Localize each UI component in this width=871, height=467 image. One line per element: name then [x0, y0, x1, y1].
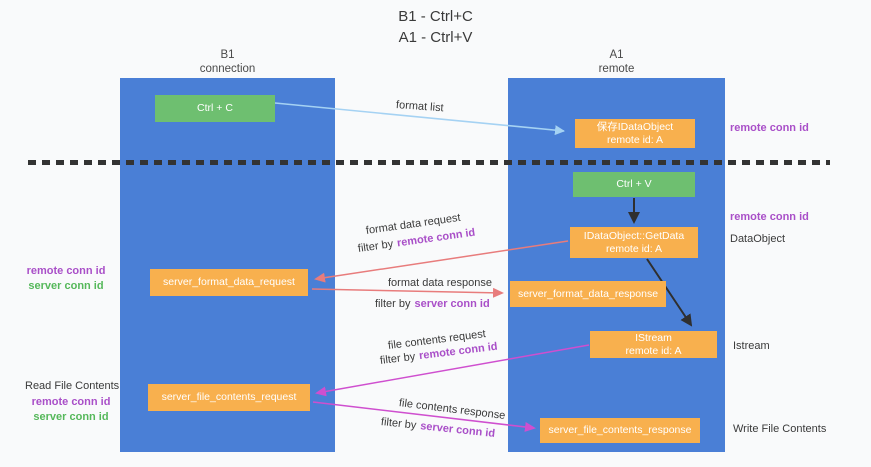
filter-by-text: filter by — [375, 298, 411, 310]
node-format-request-label: server_format_data_request — [163, 276, 295, 288]
edge-label-format-data-response: format data response — [388, 277, 492, 289]
lane-b1-subtitle: connection — [199, 63, 256, 75]
node-format-response-label: server_format_data_response — [517, 287, 659, 300]
node-save-idataobject: 保存IDataObject remote id: A — [575, 119, 695, 148]
phase-separator-line — [28, 160, 830, 165]
title-line-1: B1 - Ctrl+C — [398, 8, 473, 25]
node-file-response-label: server_file_contents_response — [548, 424, 692, 436]
node-getdata-line2: remote id: A — [605, 242, 663, 255]
lane-b1-title: B1 — [220, 49, 235, 61]
node-istream: IStream remote id: A — [590, 331, 717, 358]
server-conn-id-text: server conn id — [419, 420, 496, 440]
node-save-idataobject-line1: 保存IDataObject — [596, 120, 674, 133]
diagram-title: B1 - Ctrl+C A1 - Ctrl+V — [0, 6, 871, 48]
node-save-idataobject-line2: remote id: A — [606, 133, 664, 146]
node-server-file-contents-response: server_file_contents_response — [540, 418, 700, 443]
node-ctrl-v: Ctrl + V — [573, 172, 695, 197]
right-label-istream: Istream — [733, 340, 770, 352]
filter-by-text: filter by — [357, 238, 394, 255]
node-istream-line1: IStream — [635, 331, 672, 344]
left-label-conn-ids-1: remote conn id server conn id — [20, 264, 112, 294]
server-conn-id-text: server conn id — [414, 298, 490, 310]
edge-label-format-list: format list — [395, 99, 444, 115]
lane-header-b1: B1 connection — [120, 48, 335, 76]
filter-by-text: filter by — [379, 350, 416, 367]
node-getdata-line1: IDataObject::GetData — [583, 229, 685, 242]
left-server-conn-id-2: server conn id — [33, 411, 109, 423]
right-label-remote-conn-id-2: remote conn id — [730, 211, 809, 223]
lane-a1-subtitle: remote — [598, 63, 635, 75]
lane-a1-title: A1 — [609, 49, 624, 61]
node-ctrl-c: Ctrl + C — [155, 95, 275, 122]
left-server-conn-id-1: server conn id — [28, 280, 104, 292]
left-label-conn-ids-2: remote conn id server conn id — [25, 395, 117, 425]
node-idataobject-getdata: IDataObject::GetData remote id: A — [570, 227, 698, 258]
node-ctrl-v-label: Ctrl + V — [616, 178, 652, 190]
node-ctrl-c-label: Ctrl + C — [197, 102, 233, 114]
filter-by-text: filter by — [380, 416, 417, 432]
title-line-2: A1 - Ctrl+V — [398, 29, 473, 46]
right-label-remote-conn-id-1: remote conn id — [730, 122, 809, 134]
lane-header-a1: A1 remote — [508, 48, 725, 76]
left-remote-conn-id-2: remote conn id — [31, 396, 111, 408]
right-label-dataobject: DataObject — [730, 233, 786, 245]
left-label-read-file-contents: Read File Contents — [25, 380, 120, 392]
node-istream-line2: remote id: A — [625, 344, 682, 357]
node-file-request-label: server_file_contents_request — [161, 391, 297, 403]
edge-label-file-contents-response: file contents response — [398, 397, 506, 422]
left-remote-conn-id-1: remote conn id — [26, 265, 106, 277]
node-server-file-contents-request: server_file_contents_request — [148, 384, 310, 411]
node-server-format-data-request: server_format_data_request — [150, 269, 308, 296]
arrow-format-data-response — [311, 287, 504, 298]
node-server-format-data-response: server_format_data_response — [510, 281, 666, 307]
right-label-write-file-contents: Write File Contents — [733, 423, 827, 435]
